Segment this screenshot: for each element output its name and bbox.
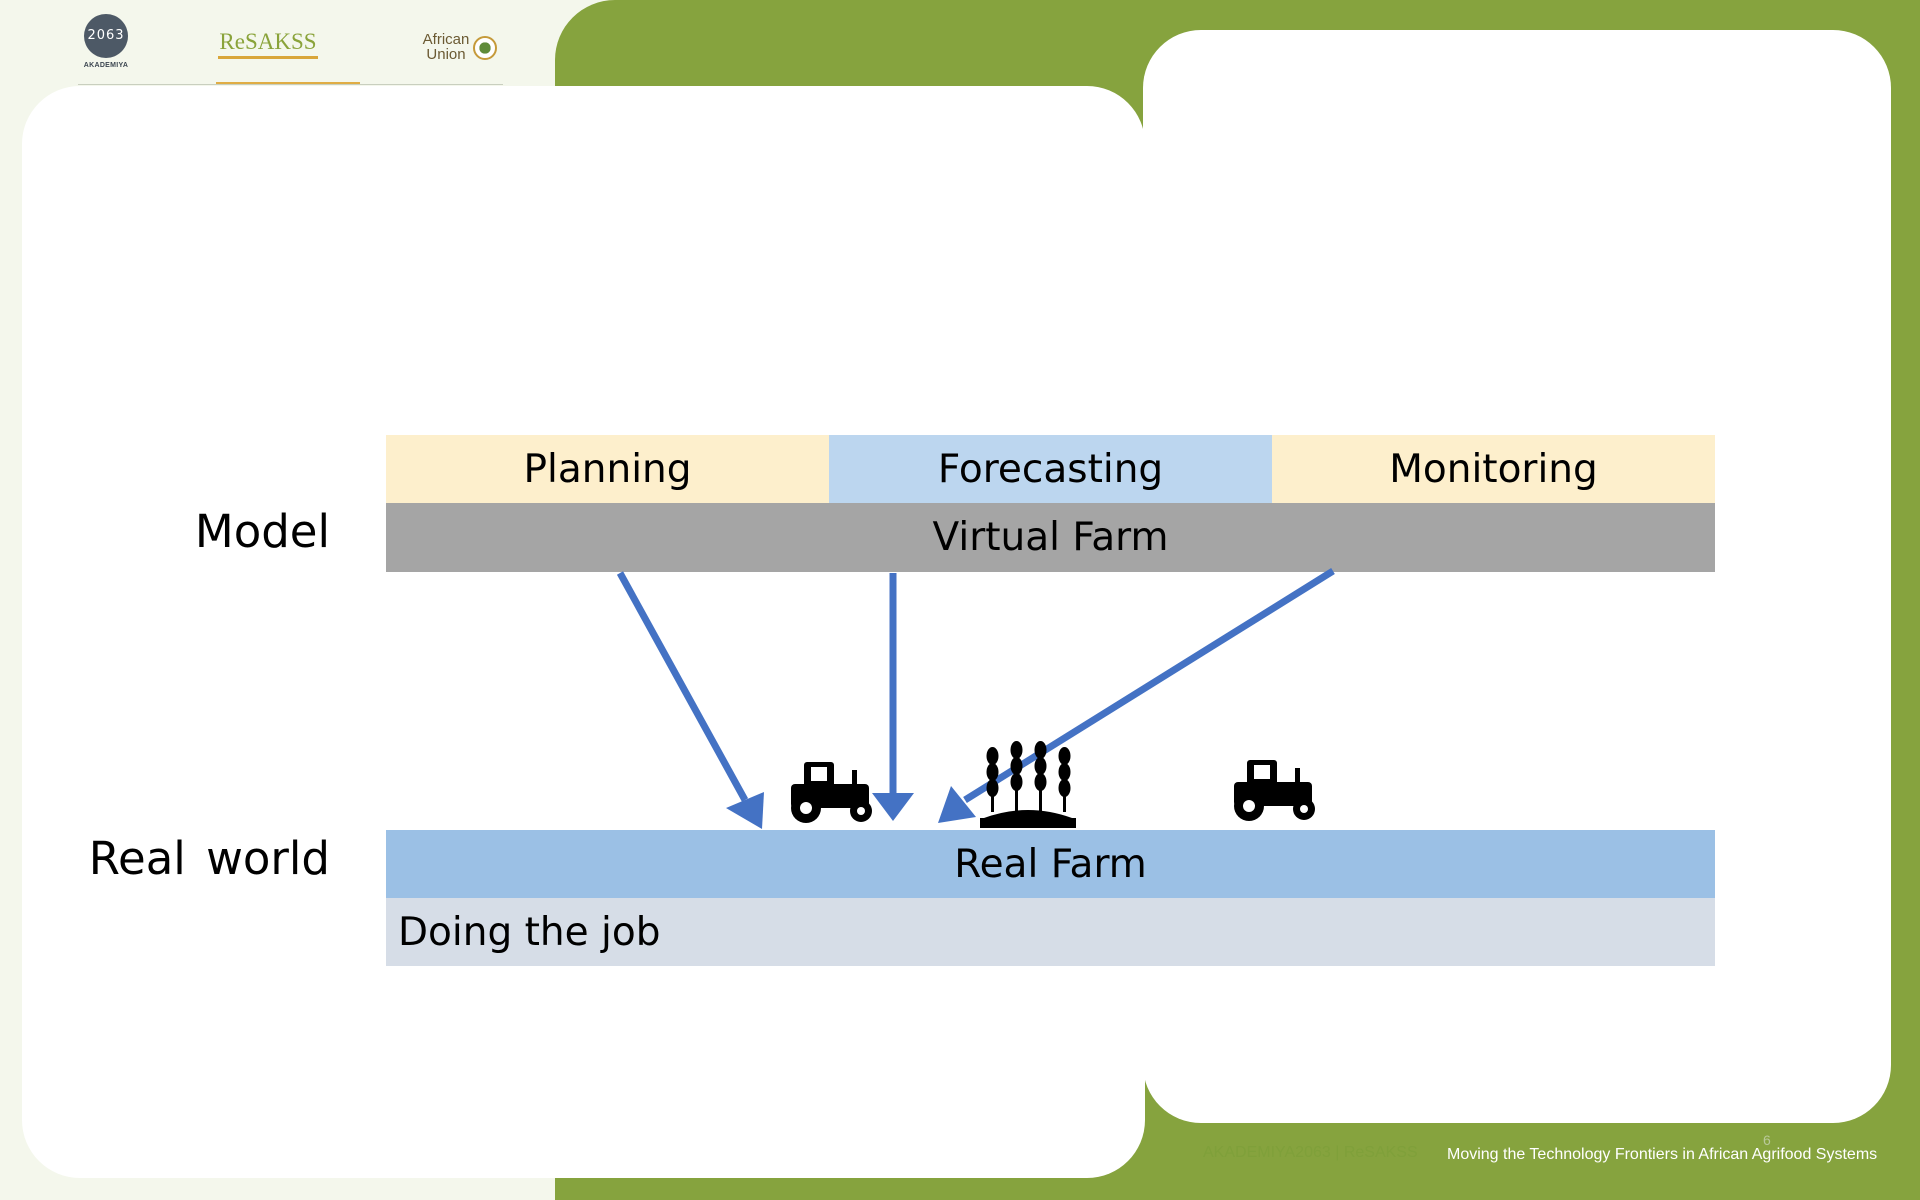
akademiya-logo-mark: 2063 <box>84 14 128 58</box>
logo-divider <box>78 84 503 85</box>
african-union-logo-text: African Union <box>421 32 471 62</box>
resakss-logo: ReSAKSS <box>214 30 322 59</box>
crop-field-icon <box>980 741 1076 828</box>
left-white-panel <box>22 86 1145 1178</box>
resakss-logo-name: ReSAKSS <box>219 29 317 54</box>
resakss-underline <box>216 82 360 84</box>
arrow-planning-to-real-farm <box>616 571 764 829</box>
akademiya-logo: 2063 AKADEMIYA <box>82 14 130 76</box>
planning-box: Planning <box>386 435 829 503</box>
footer-tagline: Moving the Technology Frontiers in Afric… <box>1447 1146 1878 1163</box>
tractor-icon <box>791 762 872 823</box>
page-number: 6 <box>1763 1132 1771 1148</box>
doing-the-job-box: Doing the job <box>386 898 1715 966</box>
arrows <box>616 568 1335 829</box>
model-row-label: Model <box>194 505 330 558</box>
arrow-forecasting-to-real-farm <box>872 573 914 821</box>
african-union-line1: African <box>422 31 470 48</box>
african-union-emblem-icon <box>473 36 497 60</box>
logo-bar: 2063 AKADEMIYA ReSAKSS African Union <box>78 10 503 86</box>
virtual-farm-box: Virtual Farm <box>386 503 1715 572</box>
resakss-logo-tagline-bar <box>218 56 318 59</box>
tractor-icon <box>1234 760 1315 821</box>
akademiya-logo-name: AKADEMIYA <box>83 62 129 69</box>
real-world-row-label: Real world <box>88 832 330 885</box>
african-union-line2: Union <box>426 46 466 63</box>
real-farm-box: Real Farm <box>386 830 1715 898</box>
african-union-logo: African Union <box>421 32 503 72</box>
monitoring-box: Monitoring <box>1272 435 1715 503</box>
arrow-monitoring-to-real-farm <box>938 568 1335 823</box>
forecasting-box: Forecasting <box>829 435 1272 503</box>
footer-faded-logo-text: AKADEMIYA2063 | ReSAKSS <box>1203 1144 1418 1161</box>
